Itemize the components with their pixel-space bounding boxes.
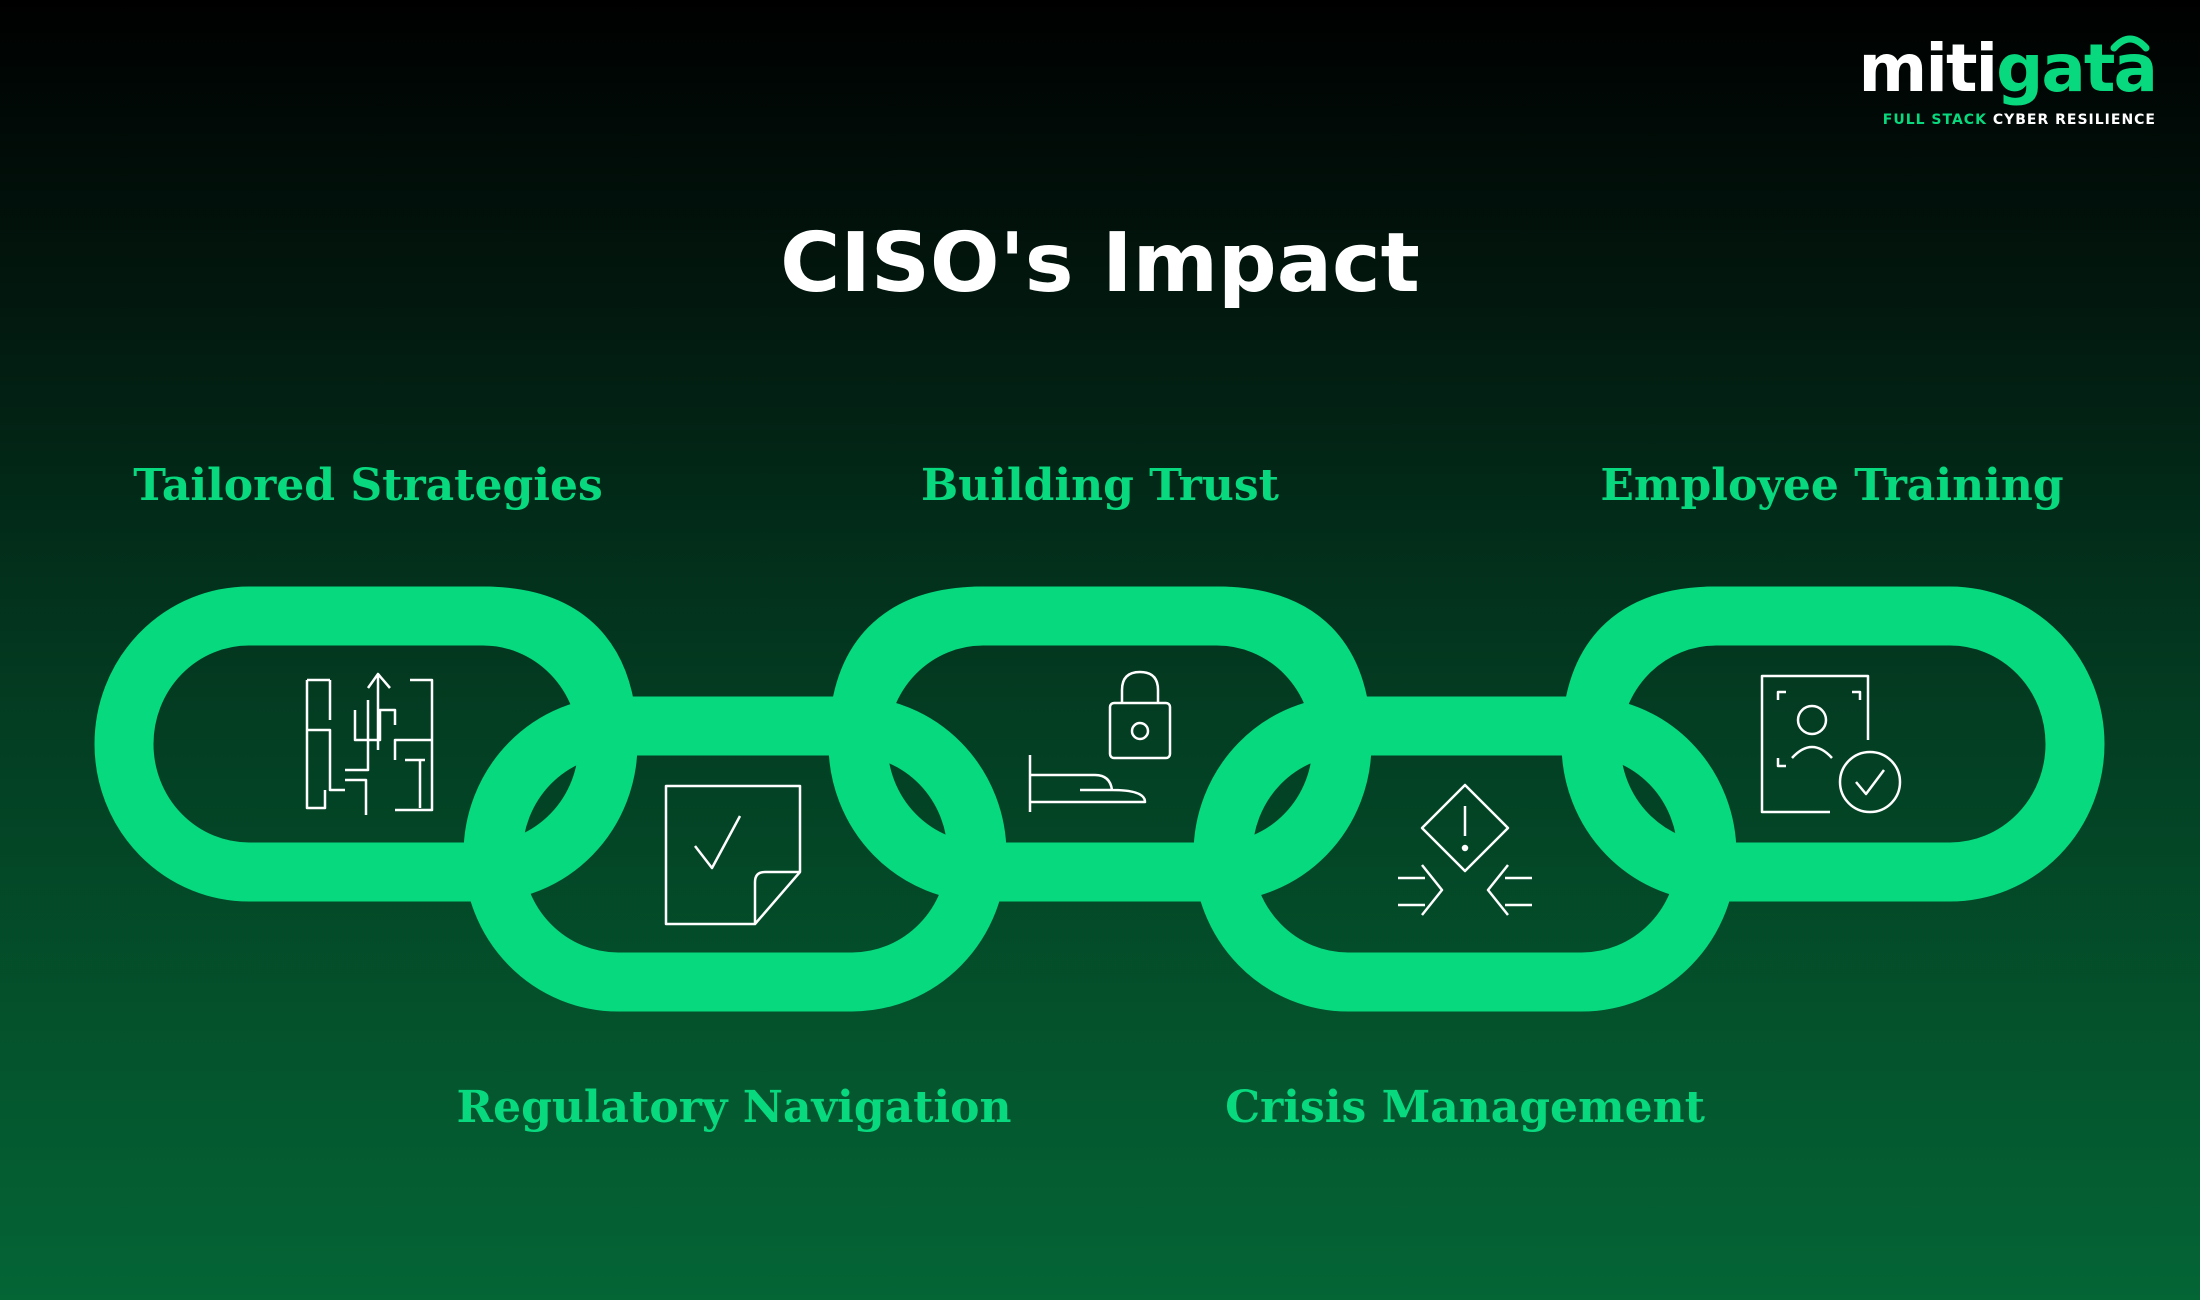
page-title: CISO's Impact xyxy=(780,216,1420,311)
hand-lock-icon xyxy=(1028,670,1172,812)
label-building-trust: Building Trust xyxy=(921,460,1279,511)
warning-arrows-icon xyxy=(1398,783,1532,916)
label-employee-training: Employee Training xyxy=(1600,460,2064,511)
label-crisis-management: Crisis Management xyxy=(1225,1082,1705,1133)
logo-tagline-green: FULL STACK xyxy=(1882,112,1987,128)
signal-arc-icon xyxy=(2110,35,2150,52)
label-tailored-strategies: Tailored Strategies xyxy=(133,460,603,511)
brand-logo: mitigata FULL STACK CYBER RESILIENCE xyxy=(1859,36,2158,129)
logo-text-green: gata xyxy=(1996,30,2158,107)
label-regulatory-navigation: Regulatory Navigation xyxy=(456,1082,1012,1133)
chain-link-4 xyxy=(1193,696,1737,1012)
document-check-icon xyxy=(664,784,802,926)
logo-text-white: miti xyxy=(1858,30,1999,107)
id-badge-check-icon xyxy=(1760,674,1902,814)
maze-icon xyxy=(305,672,434,815)
logo-tagline-white: CYBER RESILIENCE xyxy=(1992,112,2156,128)
chain-link-2 xyxy=(463,696,1007,1012)
